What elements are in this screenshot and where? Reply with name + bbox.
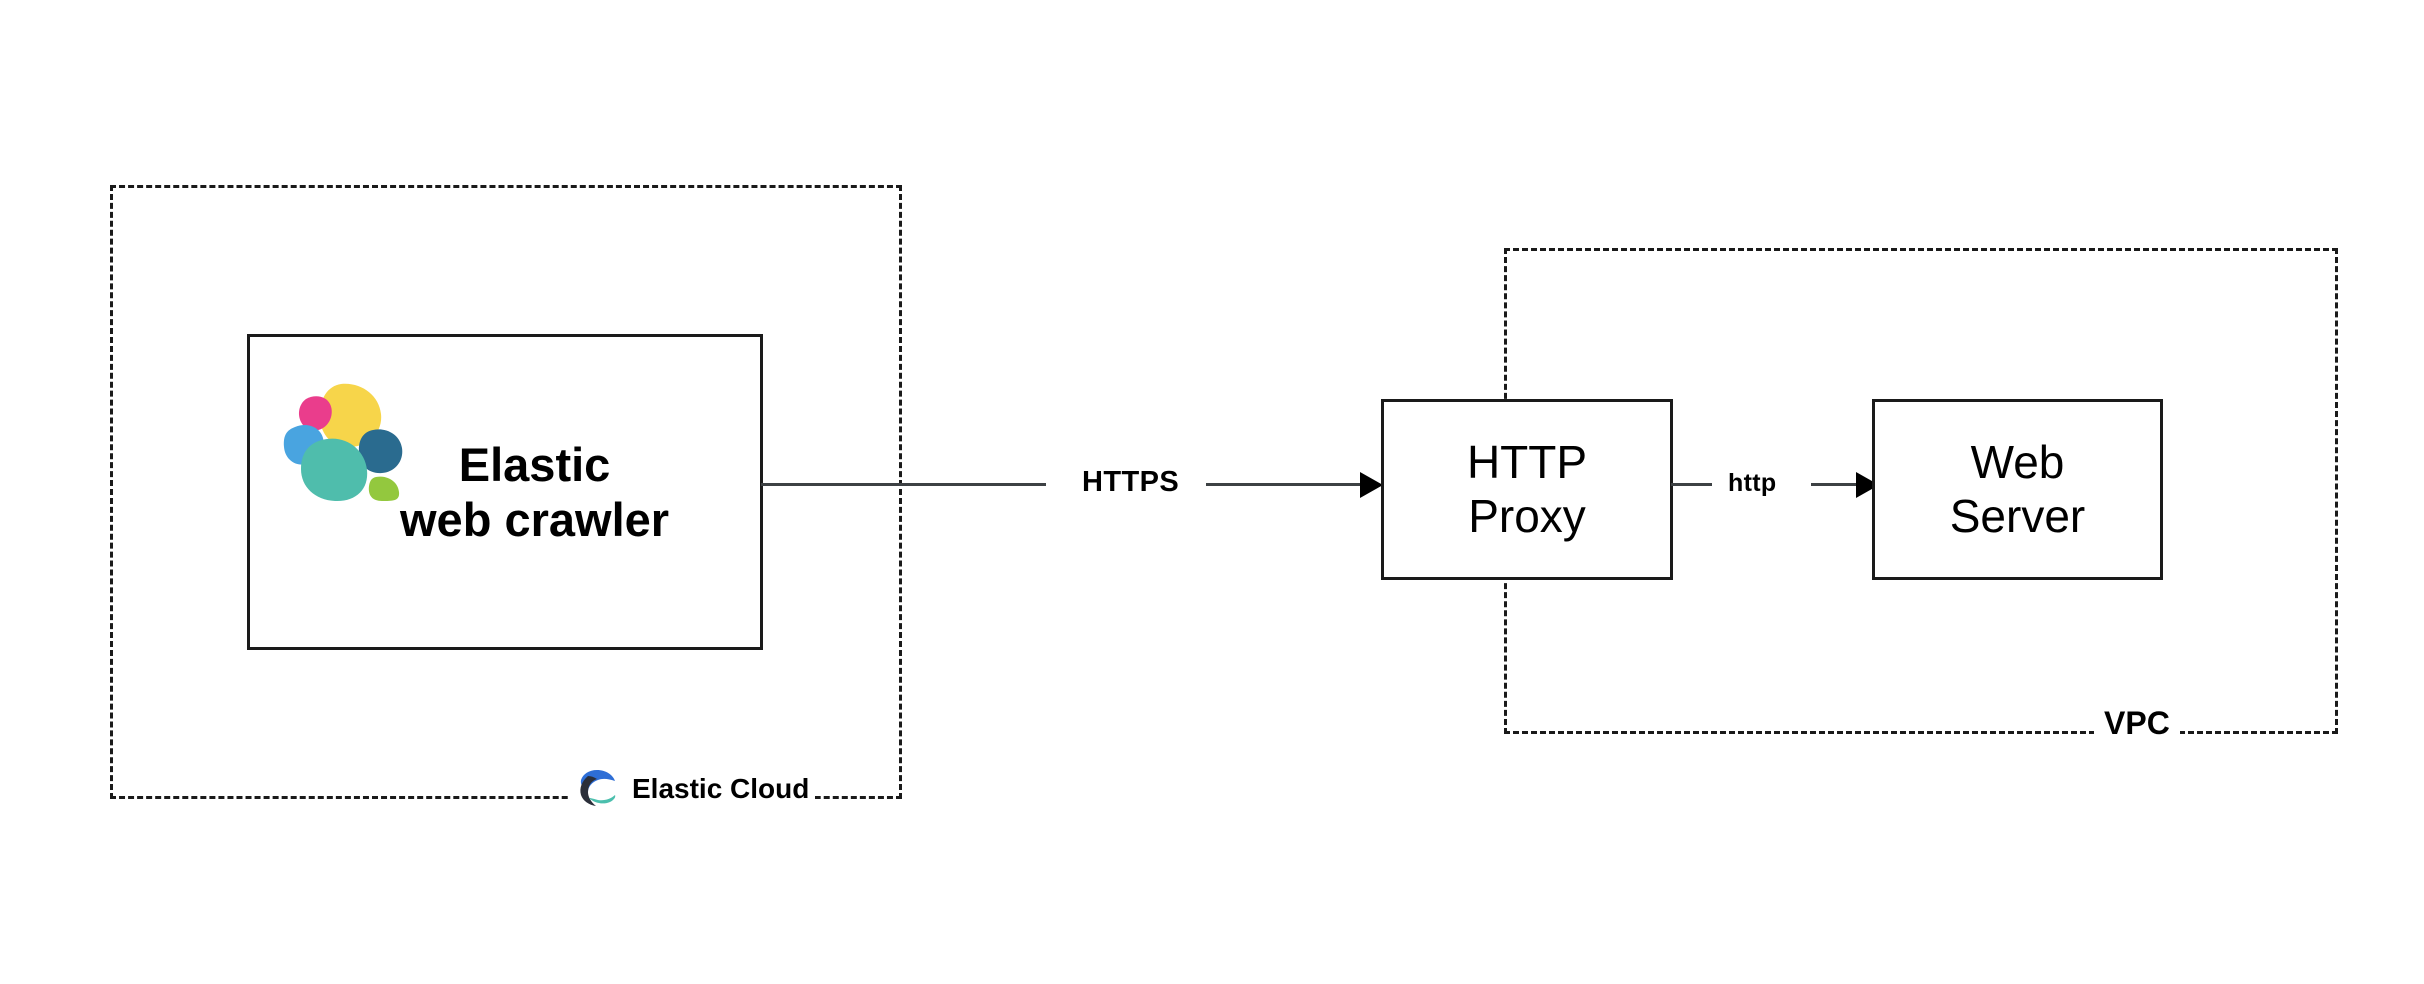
zone-elastic-cloud-caption: Elastic Cloud [570,765,816,813]
node-elastic-web-crawler-label: Elastic web crawler [400,437,670,546]
elastic-cloud-icon [580,770,616,806]
zone-elastic-cloud [110,185,902,799]
elastic-bloom-icon [283,383,403,502]
node-web-server[interactable]: Web Server [1872,399,2163,580]
edge-crawler-to-https-line [761,483,1046,486]
node-http-proxy[interactable]: HTTP Proxy [1381,399,1673,580]
edge-proxy-to-http-line [1671,483,1712,486]
zone-vpc-label: VPC [2094,704,2180,742]
edge-label-https: HTTPS [1082,466,1180,498]
node-web-server-label: Web Server [1949,436,2086,542]
edge-https-to-proxy-line [1206,483,1366,486]
node-http-proxy-label: HTTP Proxy [1466,436,1588,542]
zone-elastic-cloud-label: Elastic Cloud [632,773,810,804]
node-elastic-web-crawler[interactable]: Elastic web crawler [247,334,763,650]
edge-http-to-webserver-line [1811,483,1863,486]
edge-label-http: http [1728,469,1777,497]
https-arrowhead-icon [1360,472,1383,498]
